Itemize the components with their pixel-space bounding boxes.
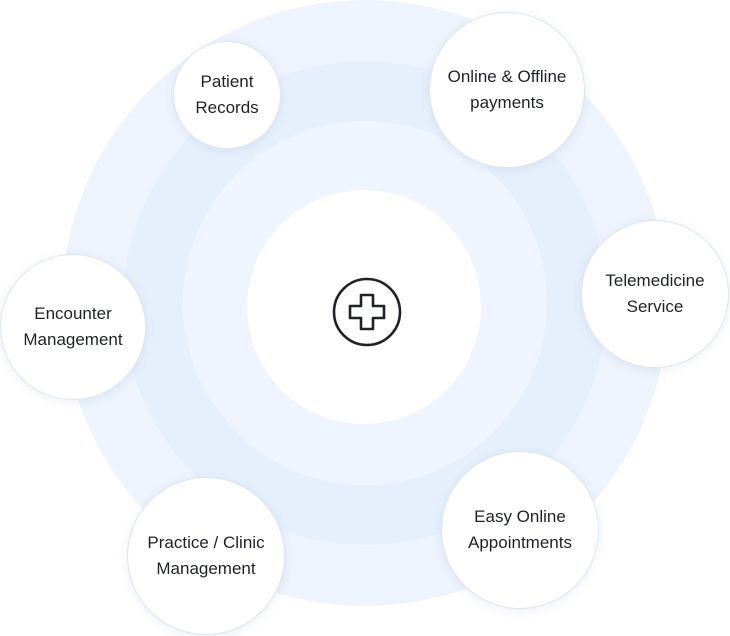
node-label: Telemedicine Service (605, 271, 705, 316)
node-easy-online-appointments[interactable]: Easy Online Appointments (441, 451, 599, 609)
node-label: Patient Records (195, 72, 259, 117)
center-hub (247, 190, 481, 424)
node-label: Practice / Clinic Management (147, 533, 265, 578)
node-patient-records[interactable]: Patient Records (173, 41, 281, 149)
node-telemedicine-service[interactable]: Telemedicine Service (581, 220, 729, 368)
medical-cross-icon (332, 277, 402, 347)
node-encounter-management[interactable]: Encounter Management (0, 254, 146, 400)
node-label: Encounter Management (23, 304, 123, 349)
node-label: Online & Offline payments (447, 67, 567, 112)
node-online-offline-payments[interactable]: Online & Offline payments (429, 12, 585, 168)
node-practice-clinic-management[interactable]: Practice / Clinic Management (127, 477, 285, 635)
node-label: Easy Online Appointments (468, 507, 572, 552)
